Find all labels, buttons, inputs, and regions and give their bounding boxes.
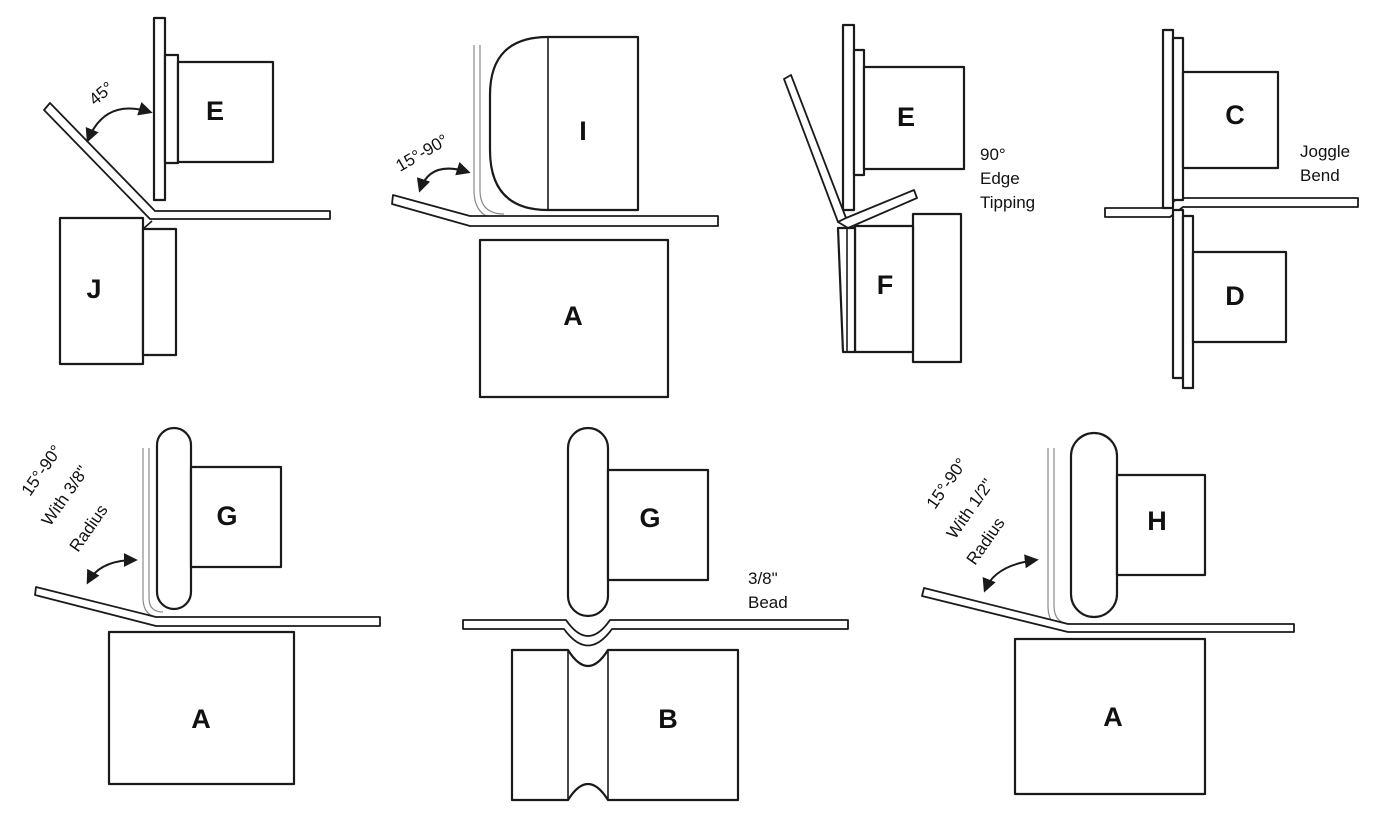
die-e-label: E <box>897 102 915 132</box>
die-g-roller <box>155 426 193 611</box>
die-e-flange <box>841 23 856 212</box>
sheet-metal <box>43 102 331 220</box>
die-i-label: I <box>579 116 587 146</box>
die-a-body <box>478 238 670 399</box>
die-h-body <box>1115 473 1207 577</box>
angle-arrow <box>416 161 471 193</box>
angle-arrow <box>85 101 153 143</box>
die-e-flange <box>152 16 167 202</box>
die-a-label: A <box>1103 702 1123 732</box>
sheet-metal <box>462 619 849 647</box>
die-g-body <box>606 468 710 582</box>
die-a-body <box>107 630 296 786</box>
die-c-flange-2 <box>1171 36 1185 202</box>
die-d-label: D <box>1225 281 1245 311</box>
die-c-label: C <box>1225 100 1245 130</box>
angle-arrow <box>982 554 1039 593</box>
die-f-body <box>853 224 915 354</box>
die-d-body <box>1191 250 1288 344</box>
panel-bead: G B 3/8" Bead <box>462 426 849 802</box>
note-line-2: Bend <box>1300 166 1340 185</box>
die-d-flange <box>1171 208 1185 380</box>
die-j-label: J <box>86 274 101 304</box>
die-j-hub <box>141 227 178 357</box>
die-b-label: B <box>658 704 678 734</box>
die-g-roller <box>566 426 610 618</box>
die-a-label: A <box>191 704 211 734</box>
die-g-body <box>189 465 283 569</box>
panel-15-90-bend: I A 15°-90° <box>391 35 719 399</box>
die-e-body <box>176 60 275 164</box>
die-g-label: G <box>639 503 660 533</box>
die-f-label: F <box>877 270 894 300</box>
die-d-flange-2 <box>1181 214 1195 390</box>
die-e-body <box>862 65 966 171</box>
die-h-roller <box>1069 431 1119 619</box>
die-e-label: E <box>206 96 224 126</box>
die-c-body <box>1181 70 1280 170</box>
panel-90-edge-tipping: E F 90° Edge Tipping <box>783 23 1035 364</box>
die-i-body <box>488 35 640 212</box>
sheet-metal <box>921 587 1295 633</box>
angle-arrow <box>86 553 138 585</box>
die-b-body <box>510 648 740 802</box>
die-j-body <box>58 216 145 366</box>
die-h-label: H <box>1147 506 1167 536</box>
panel-3-8-radius-bend: G A 15°-90° With 3/8" Radius <box>18 426 381 786</box>
note-line-1: Joggle <box>1300 142 1350 161</box>
die-a-label: A <box>563 301 583 331</box>
die-e-hub <box>163 53 180 165</box>
note-line-3: Tipping <box>980 193 1035 212</box>
die-f-hub <box>911 212 963 364</box>
panel-1-2-radius-bend: H A 15°-90° With 1/2" Radius <box>921 431 1295 796</box>
angle-label: 45° <box>85 78 117 109</box>
note-line-3: Radius <box>66 501 112 555</box>
sheet-metal <box>34 586 381 627</box>
sheet-metal <box>391 194 719 227</box>
die-e-hub <box>852 48 866 177</box>
die-c-flange <box>1161 28 1175 210</box>
sheet-metal-upper <box>783 74 847 223</box>
panel-joggle-bend: C D Joggle Bend <box>1104 28 1359 390</box>
die-g-label: G <box>216 501 237 531</box>
note-line-2: Bead <box>748 593 788 612</box>
note-line-1: 3/8" <box>748 569 778 588</box>
sheet-metal <box>1104 197 1359 218</box>
panel-45-degree-bend: E J 45° <box>43 16 331 366</box>
note-line-2: Edge <box>980 169 1020 188</box>
note-line-1: 90° <box>980 145 1006 164</box>
die-a-body <box>1013 637 1207 796</box>
